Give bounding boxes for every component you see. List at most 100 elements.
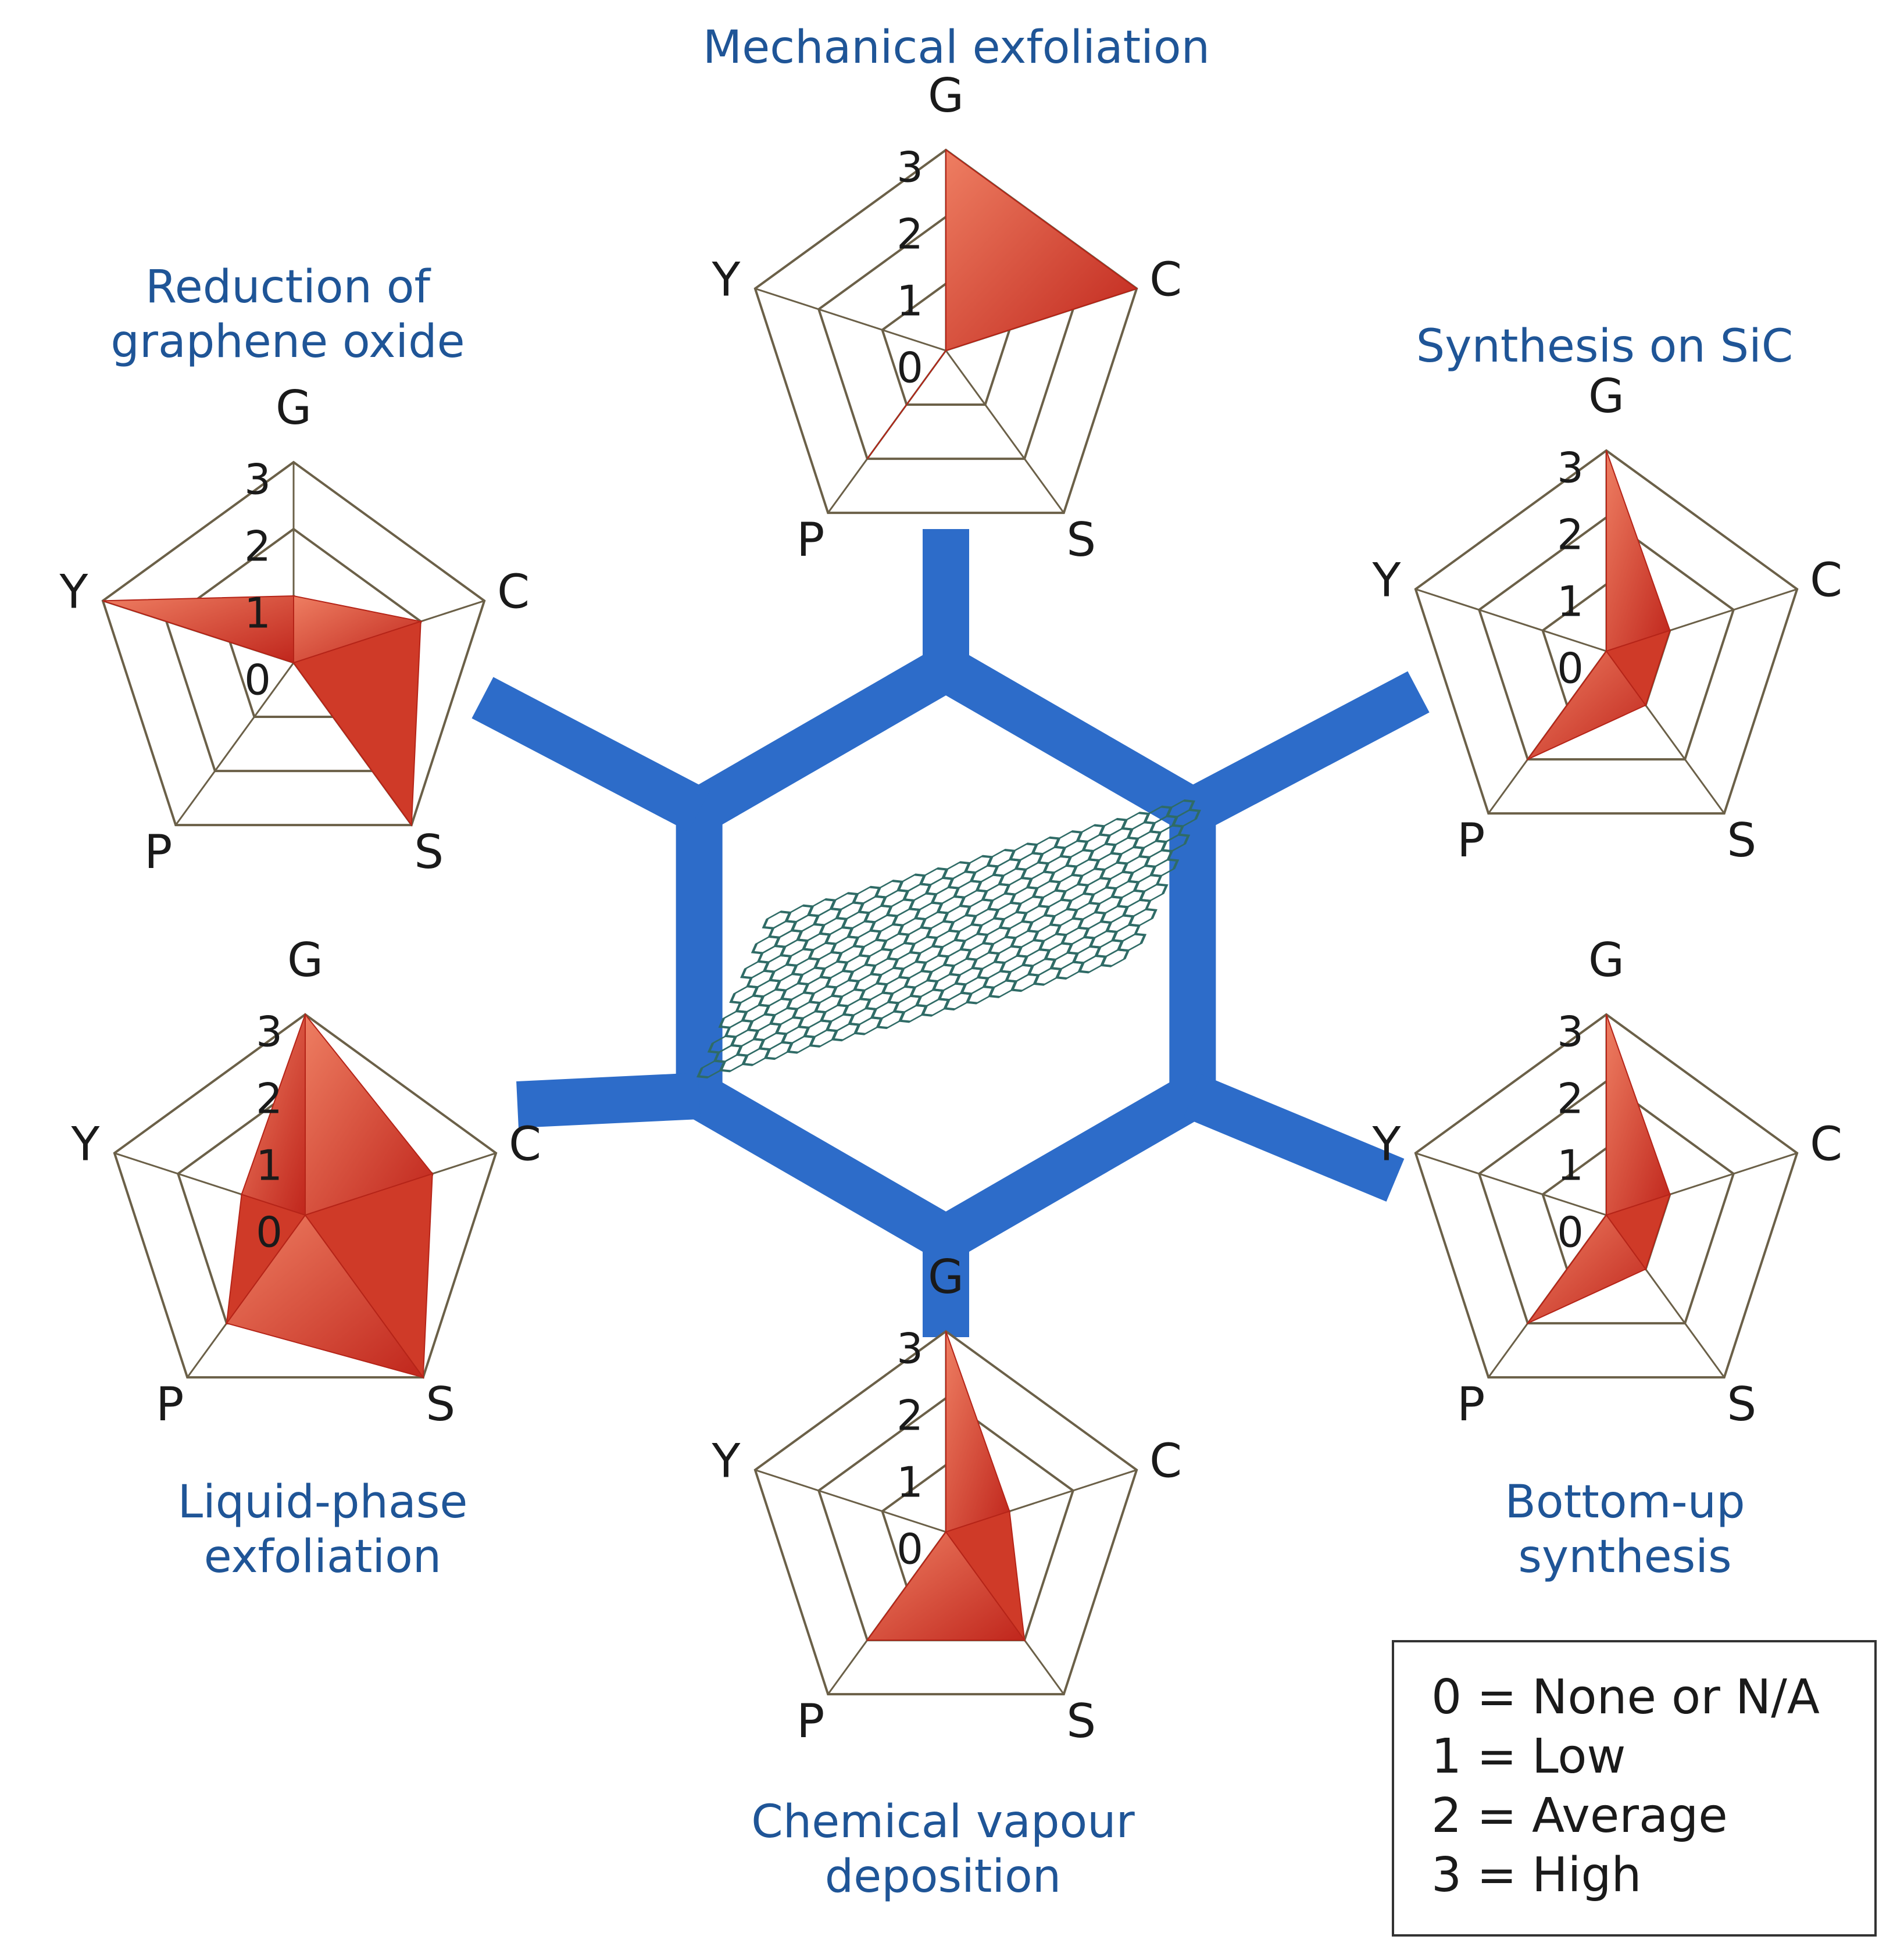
radar-axis-label: Y (1371, 553, 1401, 607)
radar-tick-label: 0 (896, 1525, 923, 1574)
radar-data-area (102, 595, 423, 827)
legend-entry: 1 = Low (1431, 1729, 1626, 1784)
radar-axis-label: G (928, 1250, 964, 1304)
radar-tick-label: 0 (896, 344, 923, 392)
lattice-cell (1099, 948, 1130, 967)
radar-spoke (1415, 1152, 1607, 1216)
radar-axis-label: Y (59, 565, 88, 619)
radar-title: Liquid-phase (178, 1476, 468, 1528)
radar-tick-label: 0 (256, 1208, 283, 1257)
radar-chart: 3 2 1 0 G C S P Y Synthesis on SiC (1371, 320, 1842, 867)
radar-title: Synthesis on SiC (1416, 320, 1793, 373)
radar-axis-label: C (497, 565, 530, 619)
radar-data-segment (241, 1014, 306, 1216)
radar-axis-label: P (1457, 813, 1485, 867)
radar-spoke (945, 350, 1064, 513)
radar-data-segment (1527, 651, 1607, 760)
radar-grid-ring (1477, 1080, 1735, 1325)
radar-axis-label: S (1066, 513, 1096, 567)
legend: 0 = None or N/A 1 = Low 2 = Average 3 = … (1392, 1640, 1877, 1937)
radar-axis-label: S (414, 825, 444, 879)
radar-tick-label: 3 (896, 143, 923, 192)
radar-axis-label: Y (1371, 1117, 1401, 1171)
radar-data-segment (293, 662, 412, 826)
radar-tick-label: 1 (896, 1458, 923, 1507)
radar-tick-label: 2 (1557, 510, 1584, 559)
radar-title: deposition (825, 1851, 1061, 1903)
radar-tick-label: 1 (1557, 577, 1584, 626)
radar-title: Reduction of (145, 261, 431, 313)
radar-axis-label: S (1727, 813, 1756, 867)
radar-title: Mechanical exfoliation (703, 22, 1210, 74)
radar-tick-label: 0 (1557, 1208, 1584, 1257)
radar-tick-label: 3 (256, 1008, 283, 1056)
radar-grid-ring (113, 1013, 498, 1379)
legend-entry: 0 = None or N/A (1431, 1670, 1820, 1725)
radar-tick-label: 3 (1557, 1008, 1584, 1056)
radar-axis-label: G (1588, 369, 1624, 423)
connector-arm (516, 1073, 701, 1128)
legend-entry: 2 = Average (1431, 1788, 1728, 1844)
radar-tick-label: 0 (244, 656, 271, 705)
radar-data-area (226, 1013, 434, 1380)
connector-arm (471, 677, 710, 832)
radar-tick-label: 2 (896, 210, 923, 259)
radar-title: Chemical vapour (751, 1796, 1135, 1848)
radar-axis-label: S (1066, 1694, 1096, 1748)
radar-tick-label: 1 (896, 277, 923, 326)
radar-tick-label: 1 (256, 1141, 283, 1190)
lattice-grid (696, 799, 1201, 1078)
radar-axis-label: C (1149, 252, 1182, 306)
radar-axis-label: P (796, 513, 824, 567)
radar-tick-label: 2 (896, 1391, 923, 1440)
radar-data-segment (102, 595, 294, 664)
radar-grid-ring (753, 1330, 1138, 1696)
legend-box (1392, 1640, 1877, 1937)
radar-tick-label: 2 (244, 522, 271, 571)
radar-axis-label: G (276, 381, 312, 435)
radar-grid-ring (101, 460, 486, 827)
radar-axis-label: P (144, 825, 172, 879)
radar-axis-label: C (509, 1117, 541, 1171)
graphene-lattice-icon (696, 799, 1201, 1078)
radar-spoke (755, 1469, 946, 1533)
radar-axis-label: G (928, 69, 964, 123)
hexagon-outline (676, 641, 1216, 1266)
radar-title: graphene oxide (110, 316, 465, 368)
radar-grid-ring (1477, 516, 1735, 761)
radar-tick-label: 3 (244, 455, 271, 504)
radar-axis-label: G (287, 933, 323, 987)
radar-axis-label: P (156, 1377, 184, 1431)
radar-axis-label: G (1588, 933, 1624, 987)
radar-axis-label: P (1457, 1377, 1485, 1431)
radar-axis-label: P (796, 1694, 824, 1748)
radar-data-segment (1527, 1214, 1607, 1324)
radar-tick-label: 1 (1557, 1141, 1584, 1190)
radar-data-area (1526, 1014, 1671, 1325)
connector-arm (1181, 671, 1430, 832)
radar-data-area (867, 149, 1138, 459)
radar-data-segment (945, 288, 1137, 351)
radar-tick-label: 3 (896, 1324, 923, 1373)
radar-axis-label: S (1727, 1377, 1756, 1431)
radar-axis-label: C (1810, 553, 1842, 607)
radar-tick-label: 0 (1557, 644, 1584, 693)
radar-axis-label: Y (711, 1434, 741, 1488)
radar-axis-label: S (426, 1377, 455, 1431)
radar-data-segment (867, 350, 946, 459)
radar-spoke (1415, 588, 1607, 652)
radar-data-area (866, 1331, 1026, 1642)
radar-spoke (755, 287, 946, 352)
radar-axis-label: Y (70, 1117, 100, 1171)
legend-entry: 3 = High (1431, 1848, 1641, 1903)
radar-tick-label: 2 (1557, 1074, 1584, 1123)
radar-tick-label: 3 (1557, 444, 1584, 492)
radar-data-segment (867, 1531, 946, 1641)
